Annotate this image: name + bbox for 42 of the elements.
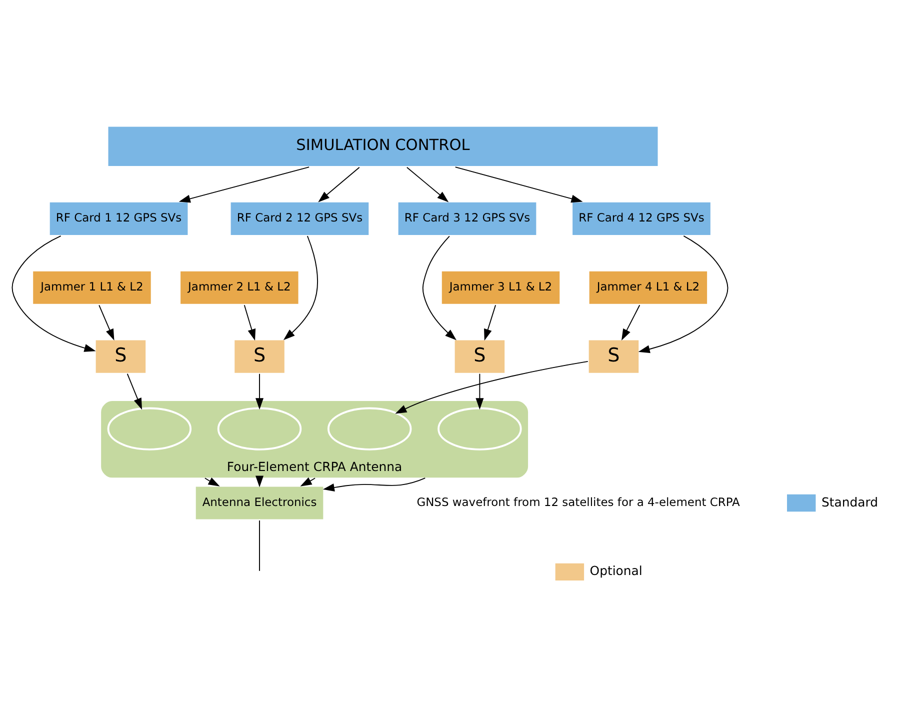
node-box: S [586,338,641,375]
arrow [98,304,114,341]
node-box: SIMULATION CONTROL [106,124,660,168]
arrow [318,166,360,202]
cluster: Four-Element CRPA Antenna [100,400,529,479]
arrow [454,166,583,203]
node-box: RF Card 4 12 GPS SVs [570,200,712,237]
arrow [300,477,316,486]
legend-label: Standard [821,494,878,510]
node-box: Antenna Electronics [194,484,326,522]
node-ellipse [327,407,412,450]
node-ellipse [107,407,192,450]
arrow [422,236,456,340]
arrow [621,304,640,340]
arrow [406,166,449,202]
node-box: S [94,338,148,375]
node-box: RF Card 1 12 GPS SVs [48,200,190,237]
arrow [244,304,256,341]
node-ellipse [217,407,302,450]
label: GNSS wavefront from 12 satellites for a 4-element CRPA [416,494,740,509]
connector [259,520,260,572]
node-box: Jammer 1 L1 & L2 [31,269,153,306]
arrow [204,477,220,486]
node-box: Jammer 3 L1 & L2 [440,269,562,306]
arrow [283,236,318,340]
arrow [395,360,588,414]
node-box: Jammer 2 L1 & L2 [178,269,300,306]
arrow [256,373,264,410]
arrow [484,304,496,341]
arrow [178,166,310,203]
arrow [638,235,728,354]
arrow [476,373,484,410]
legend-label: Optional [590,563,642,578]
node-box: S [232,338,286,375]
node-box: Jammer 4 L1 & L2 [587,269,709,306]
node-ellipse [438,407,522,450]
node-box: RF Card 3 12 GPS SVs [396,200,538,237]
arrow [322,478,426,492]
arrow [12,235,96,352]
arrow [126,373,142,410]
node-box: RF Card 2 12 GPS SVs [228,200,371,237]
node-box: S [452,338,506,375]
